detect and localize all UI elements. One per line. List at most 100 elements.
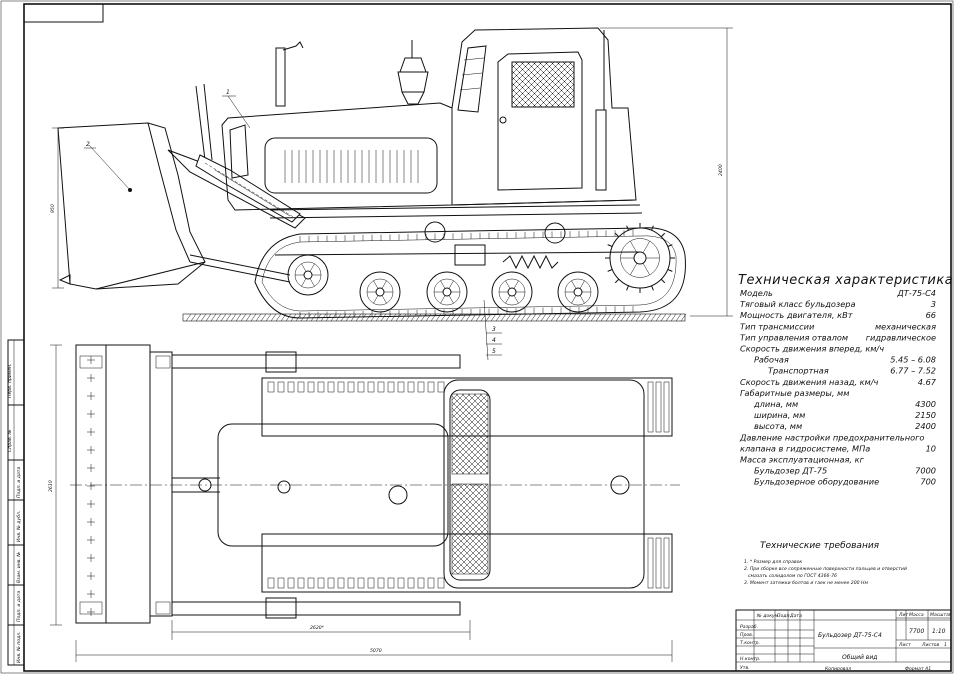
spec-value: 3 — [931, 299, 936, 309]
tb-role-nc: Н.контр. — [740, 656, 761, 662]
tb-sheets-label: Листов — [921, 642, 939, 648]
dim-blade-height: 950 — [50, 204, 56, 213]
requirement-1: 1. * Размер для справок — [744, 559, 802, 565]
tb-mass: 7700 — [909, 628, 924, 635]
exhaust-pipe — [275, 47, 286, 107]
tb-hdr-doc: № докум. — [756, 613, 780, 619]
spec-value: 4300 — [915, 399, 936, 409]
spec-value: 700 — [920, 477, 936, 487]
door-window-mesh — [511, 61, 575, 108]
spec-label: высота, мм — [754, 421, 802, 431]
cab-roof-mesh — [451, 393, 489, 575]
tb-role-app: Утв. — [740, 665, 750, 671]
engine-side-panel — [264, 137, 438, 194]
dim-plan-width: 2610 — [48, 480, 54, 492]
tb-copied: Копировал — [825, 666, 851, 672]
spec-label: Транспортная — [768, 366, 829, 376]
requirement-3: 3. Момент затяжки болтов и гаек не менее… — [744, 580, 868, 586]
push-frame-lower — [171, 601, 461, 616]
requirements-title: Технические требования — [760, 541, 880, 551]
requirements: Технические требования 1. * Размер для с… — [744, 541, 907, 586]
tb-hdr-sign: Подп. — [777, 613, 791, 619]
track-links — [267, 381, 670, 589]
cab-front-window — [457, 45, 487, 113]
spec-label: Бульдозерное оборудование — [754, 477, 879, 487]
tb-role-chk: Пров. — [740, 632, 753, 638]
spec-label: Скорость движения назад, км/ч — [740, 377, 878, 387]
tb-scale: 1:10 — [932, 628, 946, 635]
callout-4: 4 — [492, 337, 496, 344]
spec-value: 66 — [926, 310, 936, 320]
spec-value: 4.67 — [918, 377, 937, 387]
spec-label: клапана в гидросистеме, МПа — [740, 443, 870, 453]
spec-label: ширина, мм — [754, 410, 805, 420]
spec-value: 2150 — [915, 410, 936, 420]
strip-label-first-use: Перв. примен. — [7, 364, 13, 399]
spec-value: 2400 — [915, 421, 936, 431]
callout-5: 5 — [492, 348, 496, 355]
dim-overall-height: 2400 — [718, 164, 724, 176]
spec-value: 10 — [926, 443, 936, 453]
spec-value: ДТ-75-С4 — [896, 288, 936, 298]
spec-label: Масса эксплуатационная, кг — [740, 455, 865, 465]
hood-louvres — [284, 150, 419, 183]
tb-lit: Лит — [898, 612, 908, 618]
spec-value: гидравлическое — [866, 332, 936, 342]
spec-label: Тяговый класс бульдозера — [740, 299, 855, 309]
spec-value: механическая — [875, 321, 936, 331]
cab-door — [497, 51, 583, 191]
tb-format: Формат А1 — [905, 666, 931, 672]
strip-label-sign-date-1: Подп. и дата — [16, 467, 22, 498]
tractor-body-plan — [217, 423, 449, 547]
tb-mass-label: Масса — [909, 612, 924, 618]
tb-sheets: 1 — [944, 642, 947, 648]
spec-label: Модель — [740, 288, 773, 298]
callout-2: 2 — [86, 141, 90, 148]
tb-designation: Бульдозер ДТ-75-С4 — [818, 632, 882, 639]
blade-marks — [79, 355, 171, 616]
strip-label-dup-inv: Инв. № дубл. — [16, 511, 22, 542]
cab-roof-plan — [443, 379, 645, 589]
spec-label: Тип управления отвалом — [740, 332, 848, 342]
spec-value: 5.45 – 6.08 — [890, 355, 936, 365]
callout-1: 1 — [226, 89, 230, 96]
track-upper-plan — [261, 377, 673, 437]
cab-door-window — [511, 61, 575, 108]
spec-label: длина, мм — [753, 399, 798, 409]
dim-track-base: 2620* — [310, 625, 325, 631]
spec-label: Бульдозер ДТ-75 — [754, 466, 827, 476]
spec-label: Рабочая — [754, 355, 789, 365]
suspension-spring — [502, 254, 559, 270]
spec-value: 6.77 – 7.52 — [890, 366, 936, 376]
strip-label-orig-inv: Инв. № подл. — [16, 631, 22, 663]
spec-label: Габаритные размеры, мм — [740, 388, 849, 398]
tb-hdr-date: Дата — [789, 613, 802, 619]
air-cleaner — [397, 71, 429, 93]
callout-3: 3 — [492, 326, 496, 333]
spec-value: 7000 — [915, 466, 936, 476]
track-outline — [254, 227, 686, 319]
tb-scale-label: Масштаб — [930, 612, 952, 618]
strip-label-sign-date-2: Подп. и дата — [16, 591, 22, 622]
requirement-2-cont: смазать солидолом по ГОСТ 4366-76 — [748, 573, 837, 579]
cab — [451, 27, 637, 206]
specs-title: Техническая характеристика — [738, 273, 953, 288]
dim-overall-length: 5070 — [370, 648, 382, 654]
spec-label: Мощность двигателя, кВт — [740, 310, 853, 320]
tb-sheet-type: Общий вид — [842, 654, 877, 661]
specs-table: Техническая характеристика Модель ДТ-75-С… — [738, 273, 953, 487]
ground-hatch — [185, 313, 687, 322]
requirement-2: 2. При сборке все сопряженные поверхност… — [744, 566, 907, 572]
strip-label-ref: Справ. № — [7, 429, 13, 452]
hydraulic-cylinder — [195, 154, 301, 223]
spec-label: Скорость движения вперед, км/ч — [740, 344, 884, 354]
track-wheels — [287, 223, 675, 318]
tb-role-tc: Т.контр. — [740, 640, 760, 646]
track-lower-plan — [261, 533, 673, 593]
strip-label-replace-inv: Взам. инв. № — [16, 552, 22, 583]
blade-profile — [57, 122, 206, 290]
tb-role-dev: Разраб. — [740, 624, 758, 630]
push-frame-upper — [171, 354, 461, 369]
